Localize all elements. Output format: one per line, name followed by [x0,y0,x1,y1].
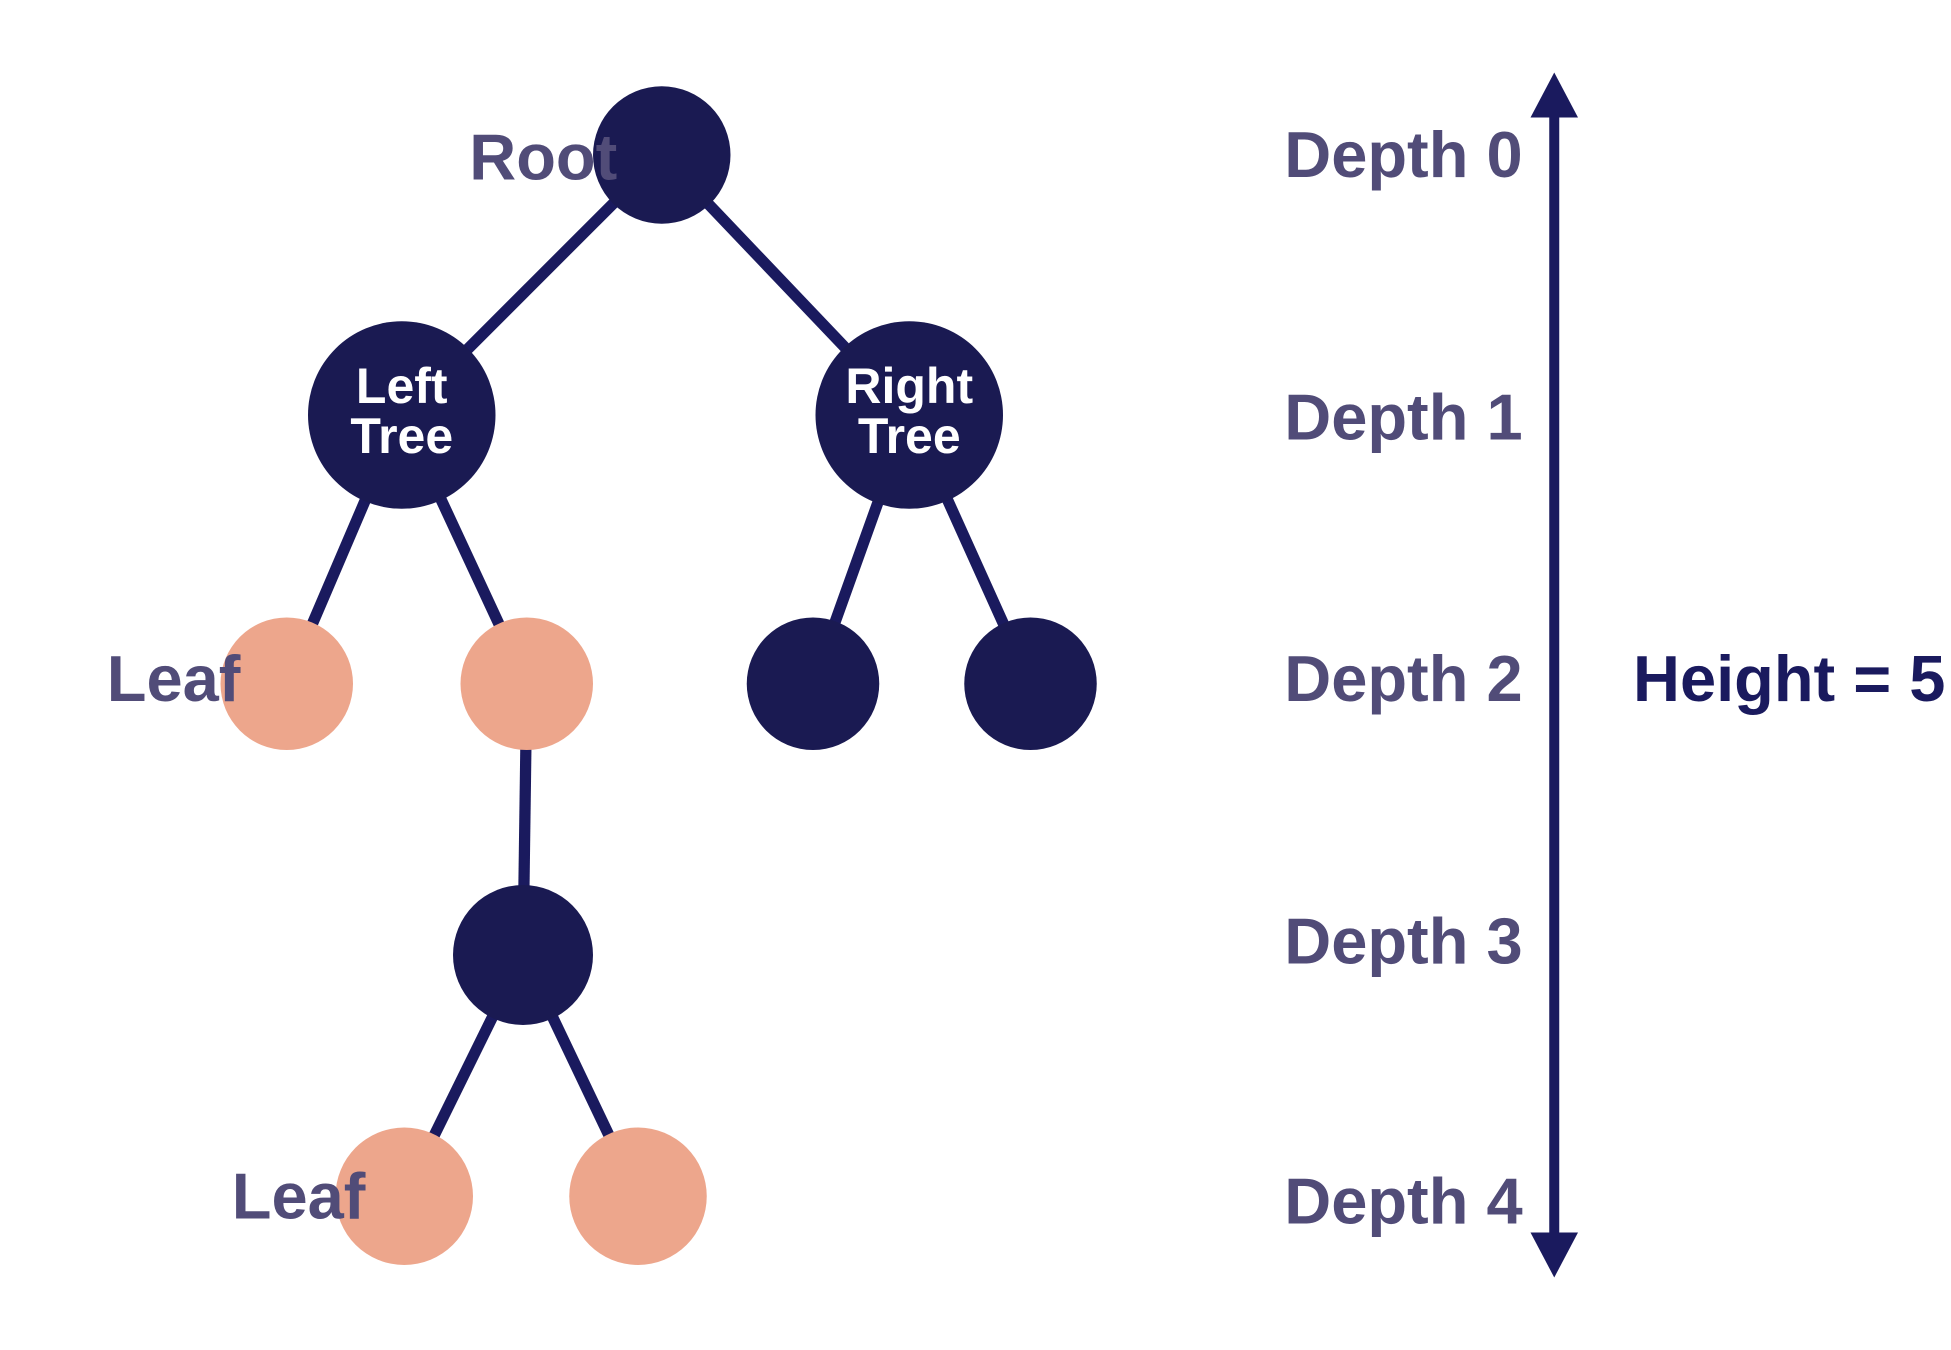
node-circle-d2-leaf-b[interactable] [460,617,594,751]
depth-label-0: Depth 0 [1284,118,1522,191]
node-circle-left-tree[interactable] [308,321,496,509]
node-circle-d4-leaf-b[interactable] [569,1127,707,1266]
tree-edge-left-tree-to-d2-leaf-b [435,495,505,629]
node-circle-right-tree[interactable] [815,321,1004,509]
tree-edges-group [306,197,1010,1140]
depth-label-2: Depth 2 [1284,642,1522,715]
depth-label-1: Depth 1 [1284,381,1522,454]
tree-node-d4-leaf-a[interactable] [335,1127,474,1266]
tree-edge-d3-navy-to-d4-leaf-b [546,1013,615,1139]
tree-node-d4-leaf-b[interactable] [569,1127,707,1266]
node-circle-root[interactable] [593,86,731,224]
tree-edge-root-to-left-tree [462,197,619,355]
node-circle-d2-navy-a[interactable] [746,617,880,751]
tree-edge-left-tree-to-d2-leaf-a [306,496,372,628]
tree-node-d2-navy-a[interactable] [746,617,880,751]
node-circle-d3-navy[interactable] [453,885,593,1025]
root-label: Root [469,121,617,194]
depth-label-3: Depth 3 [1284,904,1522,977]
leaf-label-upper: Leaf [107,642,241,715]
node-circle-d2-navy-b[interactable] [964,617,1097,751]
node-circle-d4-leaf-a[interactable] [335,1127,474,1266]
tree-edge-right-tree-to-d2-navy-b [941,495,1010,628]
node-circle-d2-leaf-a[interactable] [220,617,354,751]
tree-node-d3-navy[interactable] [453,885,593,1025]
tree-node-root[interactable] [593,86,731,224]
height-label: Height = 5 [1633,642,1945,715]
height-arrow-head-up [1530,72,1578,118]
tree-edge-d2-leaf-b-to-d3-navy [518,747,532,888]
tree-node-d2-leaf-b[interactable] [460,617,594,751]
tree-edge-root-to-right-tree [703,199,851,353]
depth-label-4: Depth 4 [1284,1164,1522,1237]
tree-node-d2-navy-b[interactable] [964,617,1097,751]
tree-edge-right-tree-to-d2-navy-a [829,499,884,626]
height-indicator-group: Height = 5 [1530,72,1945,1278]
depth-labels-group: Depth 0 Depth 1 Depth 2 Depth 3 Depth 4 [1284,118,1522,1237]
tree-node-d2-leaf-a[interactable] [220,617,354,751]
leaf-label-lower: Leaf [232,1159,366,1232]
height-arrow-head-down [1530,1232,1578,1278]
tree-edge-d3-navy-to-d4-leaf-a [428,1013,499,1140]
